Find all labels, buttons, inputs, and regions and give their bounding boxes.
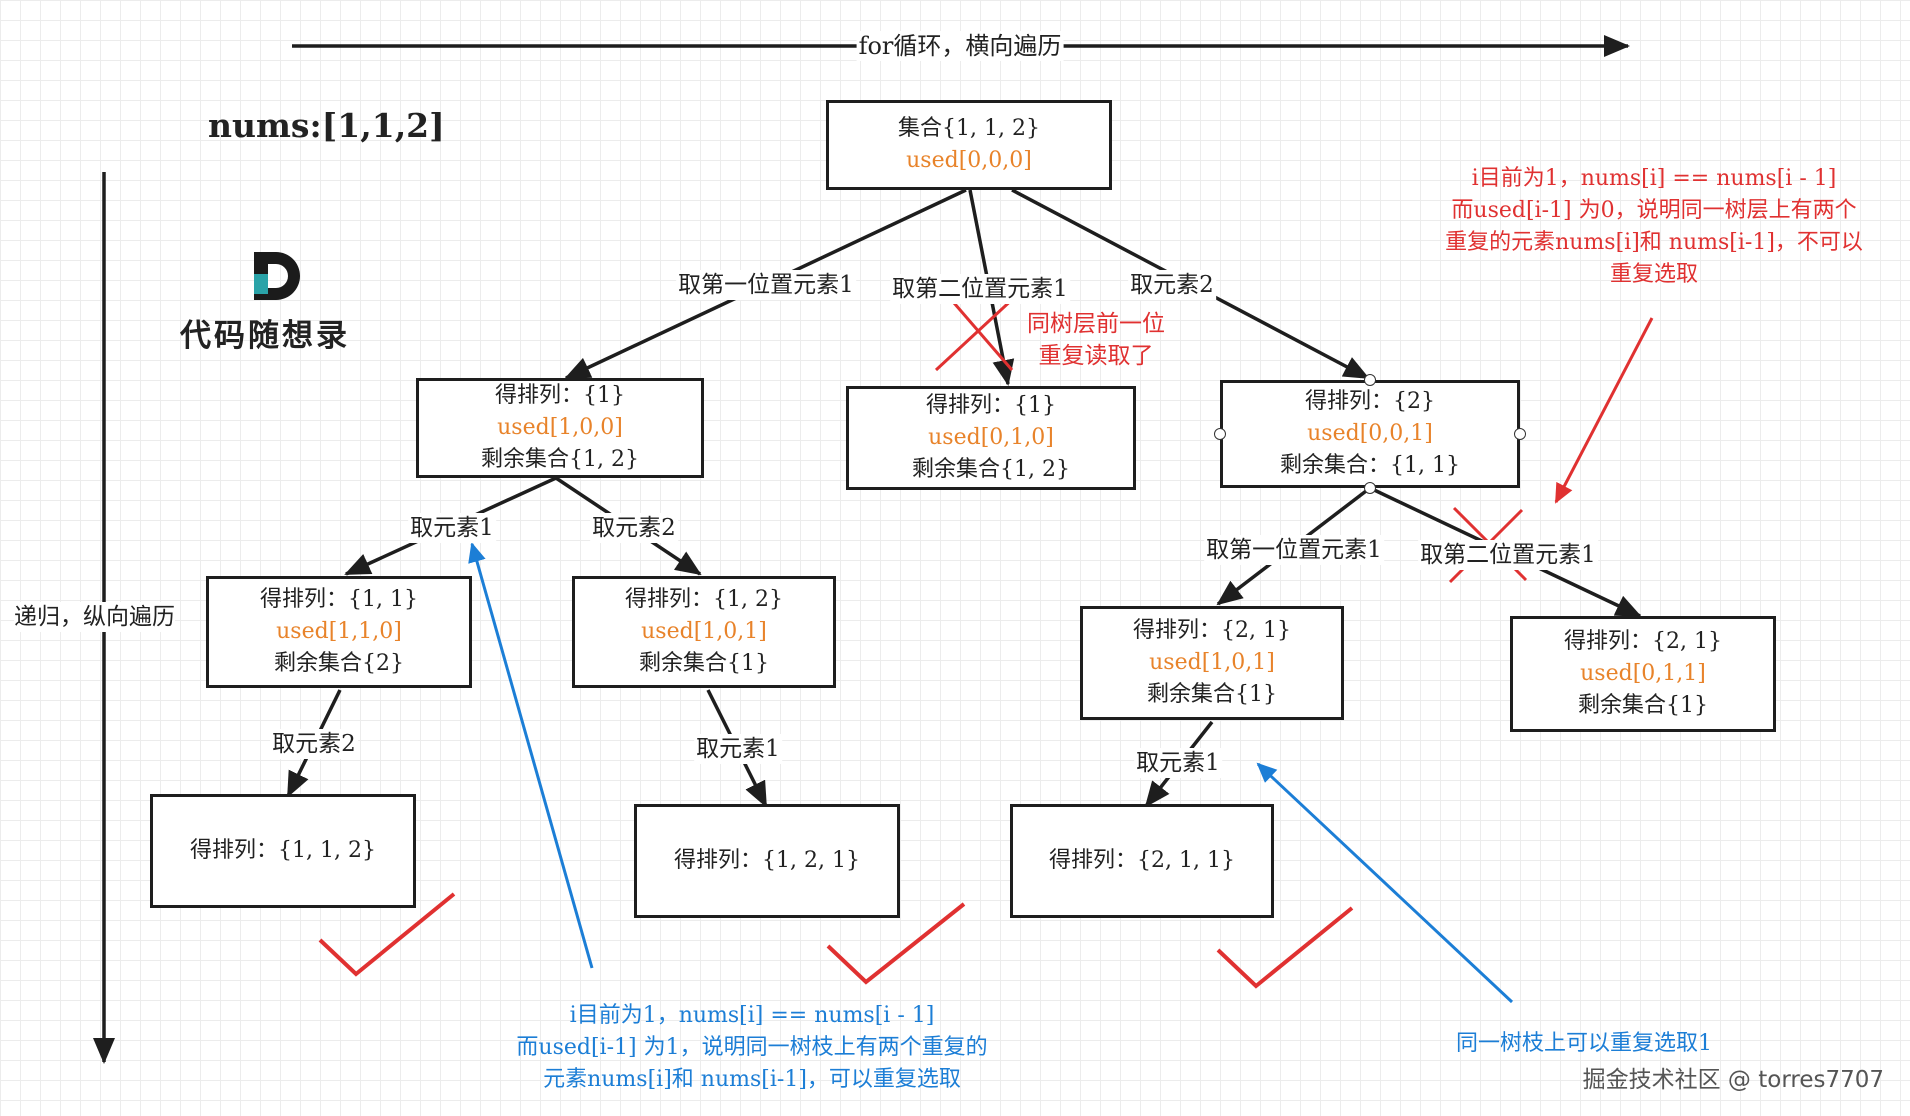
node-text: 得排列：{2, 1}: [1564, 629, 1722, 654]
edge-label-root-n1: 取第一位置元素1: [676, 270, 856, 300]
node-root: 集合{1, 1, 2} used[0,0,0]: [826, 100, 1112, 190]
note-same-branch: 同一树枝上可以重复选取1: [1456, 1031, 1712, 1056]
note-line: 重复读取了: [1038, 343, 1154, 369]
node-used: used[1,0,0]: [497, 415, 623, 440]
edge-label-n11-leaf1: 取元素2: [270, 729, 358, 759]
edge-label-n1-n12: 取元素2: [590, 513, 678, 543]
cross-mark: [946, 295, 1014, 371]
note-same-level-read: 同树层前一位 重复读取了: [1027, 308, 1165, 372]
node-text: 剩余集合{1}: [1578, 693, 1708, 718]
edge-label-n12-leaf2: 取元素1: [694, 734, 782, 764]
node-text: 剩余集合{1, 2}: [912, 457, 1070, 482]
node-text: 得排列：{1}: [926, 393, 1056, 418]
node-n32: 得排列：{2, 1} used[0,1,1] 剩余集合{1}: [1510, 616, 1776, 732]
node-text: 得排列：{2}: [1305, 389, 1435, 414]
node-text: 集合{1, 1, 2}: [898, 116, 1040, 141]
node-used: used[1,1,0]: [276, 619, 402, 644]
note-line: 而used[i-1] 为0，说明同一树层上有两个: [1451, 198, 1857, 223]
note-red-explain: i目前为1，nums[i] == nums[i - 1] 而used[i-1] …: [1445, 163, 1863, 291]
horizontal-axis-label: for循环，横向遍历: [856, 31, 1064, 61]
selection-handle[interactable]: [1364, 482, 1376, 494]
cross-mark: [934, 294, 1018, 372]
vertical-axis-label: 递归，纵向遍历: [14, 602, 175, 632]
node-n31: 得排列：{2, 1} used[1,0,1] 剩余集合{1}: [1080, 606, 1344, 720]
edge-label-root-n3: 取元素2: [1128, 270, 1216, 300]
node-text: 剩余集合{1}: [639, 651, 769, 676]
check-mark: [318, 892, 456, 977]
node-used: used[0,0,1]: [1307, 421, 1433, 446]
red-pointer-arrow: [1554, 317, 1654, 504]
note-blue-explain: i目前为1，nums[i] == nums[i - 1] 而used[i-1] …: [516, 1000, 987, 1096]
node-text: 得排列：{1, 2, 1}: [674, 848, 860, 873]
selection-handle[interactable]: [1214, 428, 1226, 440]
selection-handle[interactable]: [1364, 374, 1376, 386]
node-text: 得排列：{2, 1}: [1133, 618, 1291, 643]
note-line: 同树层前一位: [1027, 311, 1165, 337]
node-text: 剩余集合{1, 2}: [481, 447, 639, 472]
node-used: used[0,1,0]: [928, 425, 1054, 450]
note-line: 而used[i-1] 为1，说明同一树枝上有两个重复的: [516, 1035, 988, 1060]
node-text: 得排列：{1, 1, 2}: [190, 838, 376, 863]
edge-label-n3-n31: 取第一位置元素1: [1204, 535, 1384, 565]
note-line: i目前为1，nums[i] == nums[i - 1]: [1471, 166, 1837, 191]
node-leaf2: 得排列：{1, 2, 1}: [634, 804, 900, 918]
blue-pointer-arrow: [1256, 762, 1514, 1004]
node-used: used[0,0,0]: [906, 148, 1032, 173]
page-title: nums:[1,1,2]: [208, 106, 445, 145]
node-text: 得排列：{1, 2}: [625, 587, 783, 612]
node-leaf3: 得排列：{2, 1, 1}: [1010, 804, 1274, 918]
node-used: used[1,0,1]: [1149, 650, 1275, 675]
edge-label-root-n2: 取第二位置元素1: [890, 274, 1070, 304]
node-n3: 得排列：{2} used[0,0,1] 剩余集合：{1, 1}: [1220, 380, 1520, 488]
node-leaf1: 得排列：{1, 1, 2}: [150, 794, 416, 908]
edge-label-n31-leaf3: 取元素1: [1134, 748, 1222, 778]
node-n2: 得排列：{1} used[0,1,0] 剩余集合{1, 2}: [846, 386, 1136, 490]
note-line: 元素nums[i]和 nums[i-1]，可以重复选取: [543, 1067, 961, 1092]
watermark: 掘金技术社区 @ torres7707: [1582, 1067, 1884, 1093]
note-line: 重复的元素nums[i]和 nums[i-1]，不可以: [1445, 230, 1863, 255]
node-n1: 得排列：{1} used[1,0,0] 剩余集合{1, 2}: [416, 378, 704, 478]
logo-icon: [254, 252, 300, 300]
check-mark: [826, 902, 966, 985]
node-text: 得排列：{1}: [495, 383, 625, 408]
note-line: i目前为1，nums[i] == nums[i - 1]: [569, 1003, 935, 1028]
node-text: 剩余集合：{1, 1}: [1280, 453, 1460, 478]
note-line: 重复选取: [1609, 262, 1698, 287]
edge-label-n3-n32: 取第二位置元素1: [1418, 540, 1598, 570]
logo-text: 代码随想录: [180, 318, 350, 354]
node-used: used[1,0,1]: [641, 619, 767, 644]
node-n12: 得排列：{1, 2} used[1,0,1] 剩余集合{1}: [572, 576, 836, 688]
node-n11: 得排列：{1, 1} used[1,1,0] 剩余集合{2}: [206, 576, 472, 688]
selection-handle[interactable]: [1514, 428, 1526, 440]
node-text: 剩余集合{1}: [1147, 682, 1277, 707]
node-used: used[0,1,1]: [1580, 661, 1706, 686]
node-text: 得排列：{2, 1, 1}: [1049, 848, 1235, 873]
edge-label-n1-n11: 取元素1: [408, 513, 496, 543]
check-mark: [1216, 906, 1354, 989]
node-text: 得排列：{1, 1}: [260, 587, 418, 612]
node-text: 剩余集合{2}: [274, 651, 404, 676]
blue-pointer-arrow: [468, 542, 594, 969]
